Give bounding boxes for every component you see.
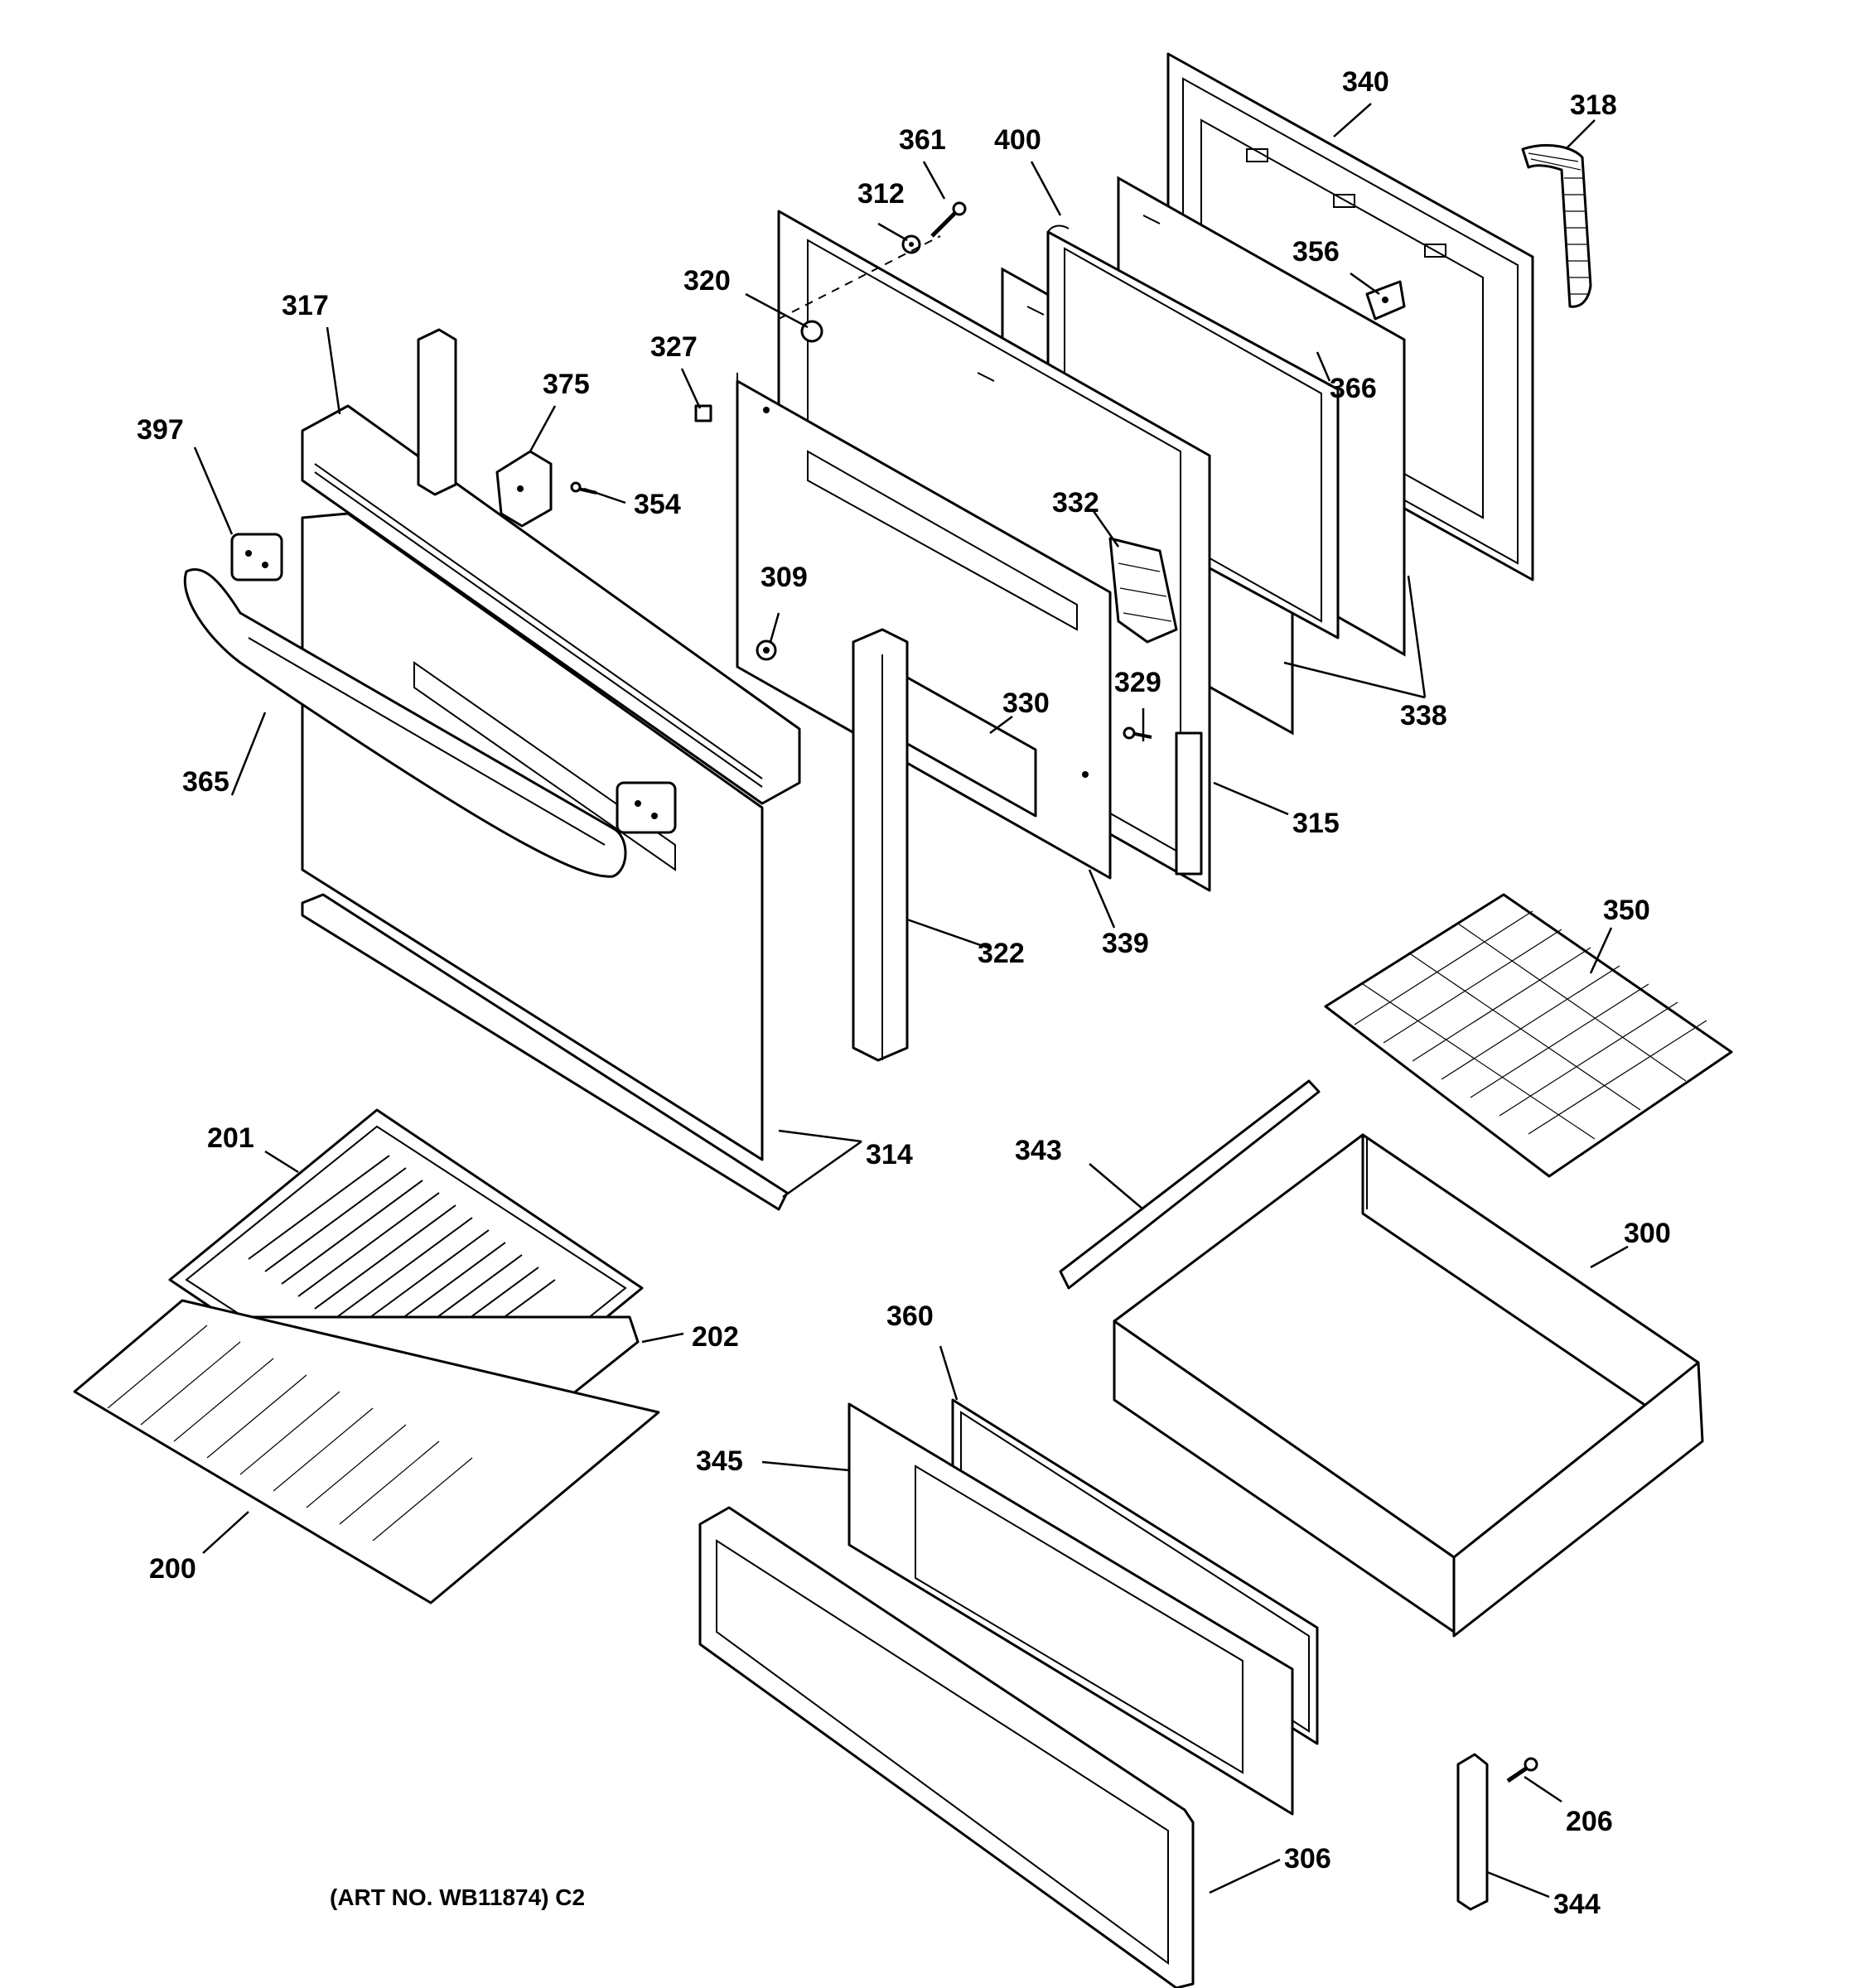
label-206: 206 [1566, 1806, 1613, 1837]
label-375: 375 [543, 369, 590, 400]
door-gasket-318 [1521, 143, 1592, 308]
label-320: 320 [683, 265, 731, 297]
label-361: 361 [899, 124, 946, 156]
bracket-375 [495, 450, 553, 528]
label-309: 309 [761, 562, 808, 593]
label-350: 350 [1603, 895, 1650, 926]
bushing-309 [756, 639, 777, 661]
label-332: 332 [1052, 487, 1099, 519]
label-366: 366 [1330, 373, 1377, 404]
label-340: 340 [1342, 66, 1389, 98]
drawer-body-300 [1113, 1133, 1704, 1638]
label-314: 314 [866, 1139, 913, 1170]
label-300: 300 [1624, 1218, 1671, 1249]
drawer-rail-343 [1059, 1079, 1321, 1290]
label-356: 356 [1292, 236, 1340, 268]
screw-329 [1123, 726, 1152, 740]
label-200: 200 [149, 1553, 196, 1585]
door-handle-365 [183, 568, 627, 878]
broiler-rack-200 [73, 1299, 660, 1604]
label-318: 318 [1570, 89, 1617, 121]
handle-endcap-right [616, 781, 677, 834]
label-360: 360 [886, 1300, 934, 1332]
drawer-bracket-344 [1456, 1753, 1489, 1911]
label-338: 338 [1400, 700, 1447, 731]
label-330: 330 [1002, 688, 1050, 719]
oven-rack-350 [1324, 893, 1733, 1178]
label-345: 345 [696, 1445, 743, 1477]
label-315: 315 [1292, 808, 1340, 839]
label-343: 343 [1015, 1135, 1062, 1166]
label-354: 354 [634, 489, 681, 520]
drawer-panel-345 [847, 1402, 1294, 1816]
side-trim-322 [852, 628, 909, 1062]
handle-endcap-397 [230, 533, 283, 581]
label-329: 329 [1114, 667, 1161, 698]
vertical-strip [417, 328, 457, 496]
label-306: 306 [1284, 1843, 1331, 1875]
part-labels: 340 318 361 400 312 356 320 317 327 375 … [137, 66, 1671, 1920]
clip-327 [694, 404, 712, 422]
vent-trim-317 [301, 404, 801, 805]
label-365: 365 [182, 766, 229, 798]
label-317: 317 [282, 290, 329, 321]
leader-lines [193, 103, 1629, 1899]
label-327: 327 [650, 331, 698, 363]
label-201: 201 [207, 1122, 254, 1154]
label-312: 312 [857, 178, 905, 210]
label-339: 339 [1102, 928, 1149, 959]
art-number: (ART NO. WB11874) C2 [330, 1884, 585, 1910]
bushing-320 [800, 320, 823, 343]
screw-206 [1506, 1757, 1538, 1783]
screw-361 [930, 201, 967, 238]
label-400: 400 [994, 124, 1041, 156]
drawer-front-306 [698, 1506, 1195, 1988]
label-397: 397 [137, 414, 184, 446]
label-344: 344 [1553, 1889, 1601, 1920]
insulation-332 [1108, 537, 1178, 644]
label-322: 322 [978, 938, 1025, 969]
label-202: 202 [692, 1321, 739, 1353]
